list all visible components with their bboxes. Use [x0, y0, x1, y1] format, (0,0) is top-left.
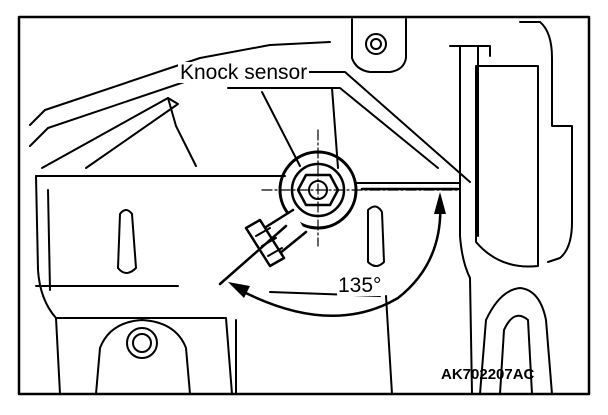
- left-wall-inner: [47, 189, 51, 291]
- angle-arc: [234, 198, 442, 318]
- arc-arrowhead-top: [434, 192, 446, 214]
- diagonal-brace-mid: [167, 97, 197, 167]
- middle-slot: [367, 205, 385, 267]
- right-panel-top: [519, 21, 553, 59]
- arc-arrowhead-bottom: [228, 282, 250, 298]
- leader-line: [261, 91, 301, 167]
- figure-frame: [17, 15, 591, 396]
- right-recess: [475, 65, 539, 268]
- lower-bolt-inner: [132, 333, 152, 353]
- left-rib-upper: [29, 41, 331, 126]
- top-boss-outline: [351, 18, 407, 73]
- top-bolt-inner: [370, 38, 382, 50]
- left-slot: [117, 209, 137, 274]
- right-rib-outer: [459, 45, 473, 395]
- bottom-ledge: [55, 317, 233, 395]
- lower-casting-edge: [35, 285, 381, 297]
- top-bolt-outer: [365, 33, 387, 55]
- right-rib-head: [449, 45, 491, 57]
- central-web-stem: [331, 87, 339, 169]
- knock-sensor-label: Knock sensor: [178, 61, 310, 84]
- lower-boss-outline: [95, 319, 191, 395]
- angle-reference-diagonal: [218, 224, 288, 286]
- right-panel: [547, 57, 573, 263]
- bottom-right-arch-inner: [499, 314, 533, 395]
- left-rib-lower: [29, 74, 206, 147]
- central-web-inner: [227, 87, 439, 169]
- figure-code: AK702207AC: [441, 366, 535, 383]
- bottom-right-arch: [479, 287, 553, 395]
- angle-label: 135°: [337, 274, 383, 297]
- bottom-center-lines: [235, 295, 393, 395]
- lower-bolt-outer: [126, 327, 158, 359]
- diagonal-brace-outer: [41, 97, 179, 169]
